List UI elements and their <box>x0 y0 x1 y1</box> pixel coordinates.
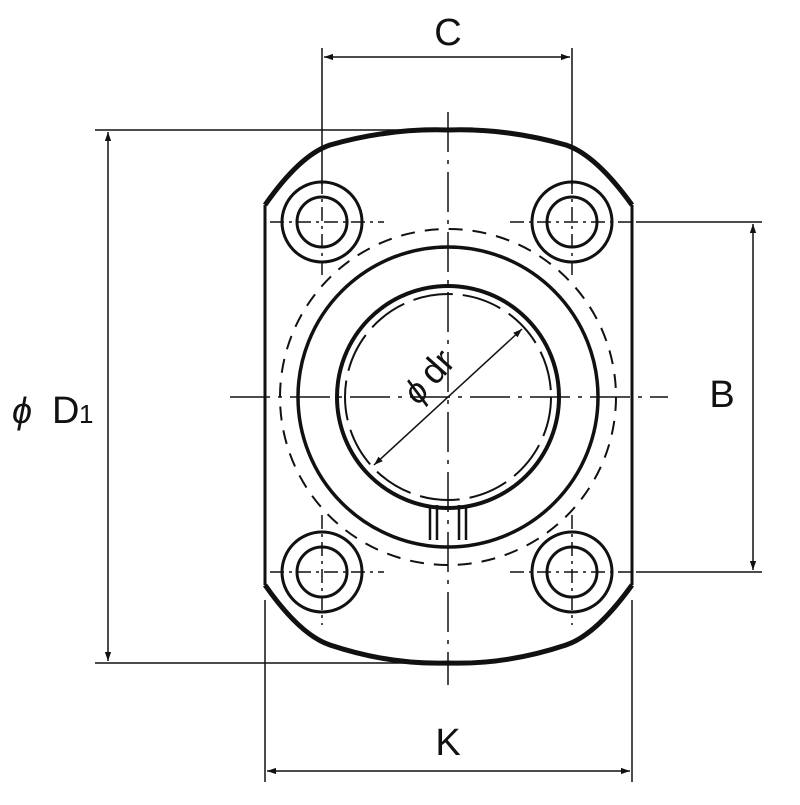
label-dr: ϕ dr <box>396 341 463 412</box>
dimension-d1 <box>95 129 440 664</box>
label-b: B <box>709 374 734 416</box>
svg-text:1: 1 <box>79 399 93 429</box>
label-c: C <box>434 12 461 54</box>
label-d1: ϕ D 1 <box>12 390 93 432</box>
dimension-dr <box>373 328 523 466</box>
svg-text:ϕ: ϕ <box>12 390 32 431</box>
key-slot <box>428 505 468 540</box>
center-lines <box>230 112 668 685</box>
dimension-c <box>321 48 573 185</box>
dimension-b <box>636 221 762 573</box>
label-k: K <box>435 722 460 764</box>
dimension-k <box>264 600 633 782</box>
svg-text:D: D <box>52 390 79 432</box>
